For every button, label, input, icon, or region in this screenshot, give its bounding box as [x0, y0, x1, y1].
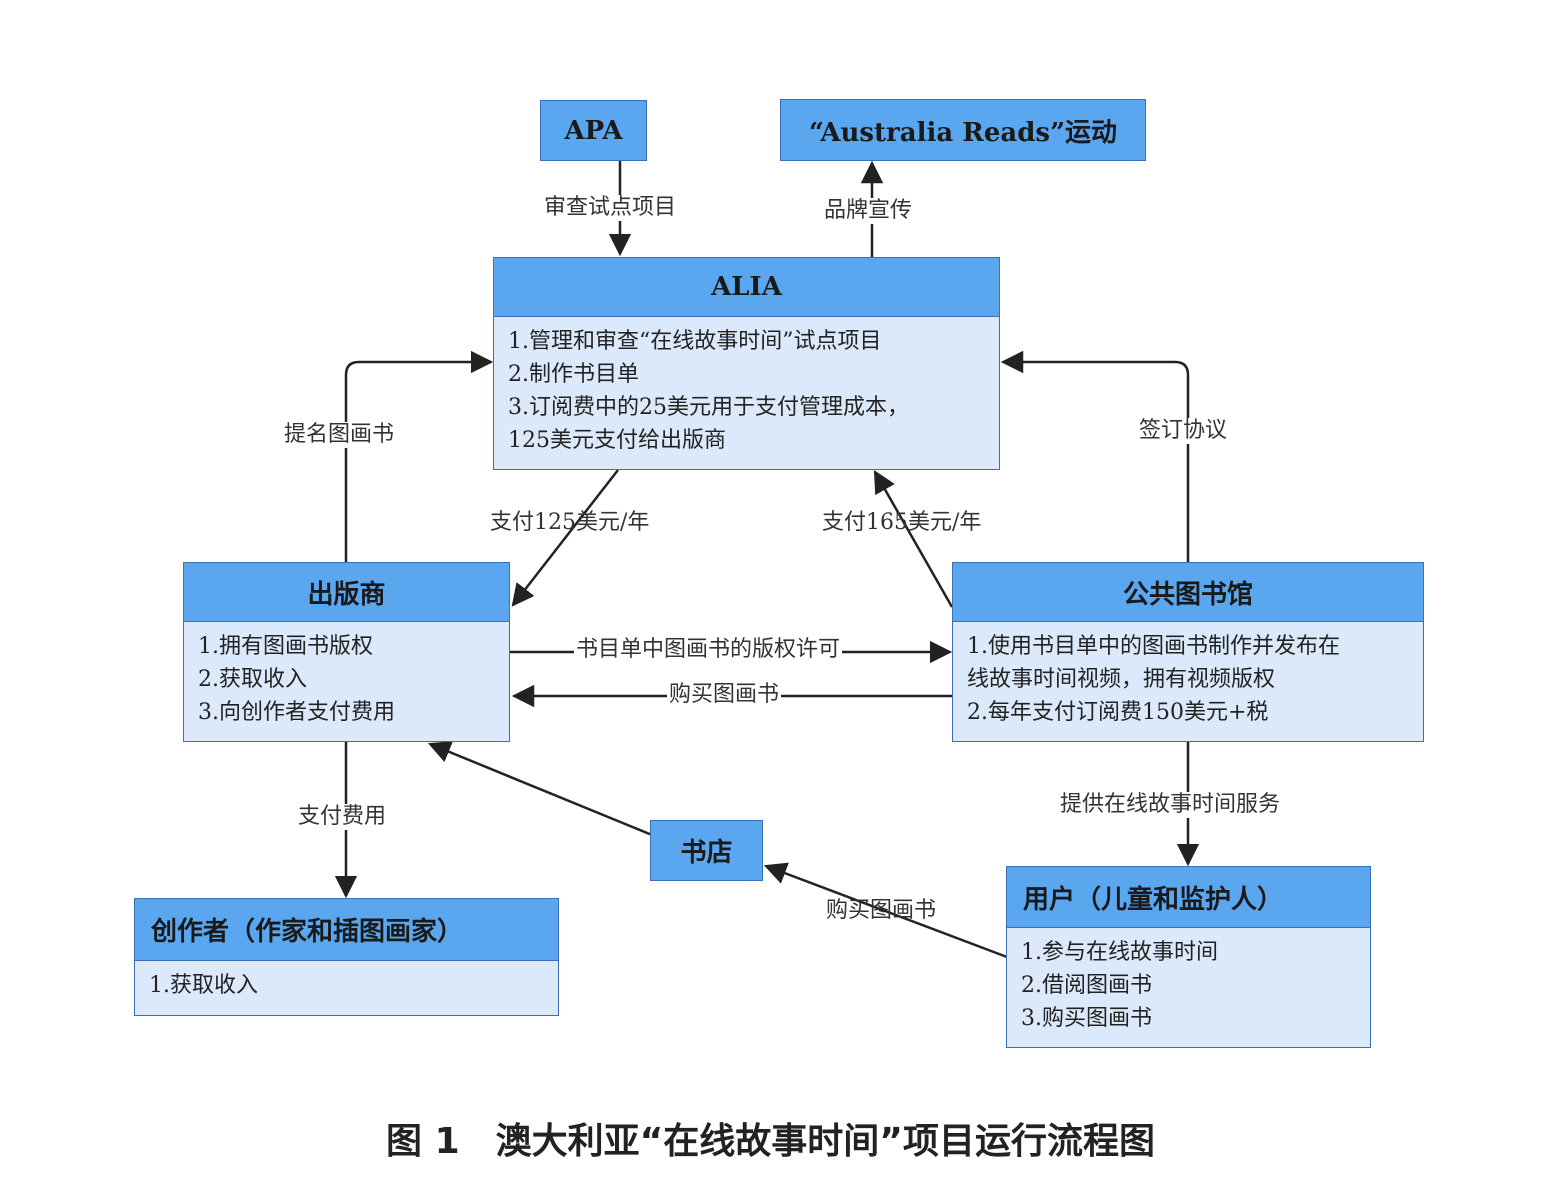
edge-library-alia-agreement	[1000, 350, 1190, 562]
node-alia: ALIA 1.管理和审查“在线故事时间”试点项目 2.制作书目单 3.订阅费中的…	[493, 257, 1000, 470]
figure-caption: 图 1 澳大利亚“在线故事时间”项目运行流程图	[386, 1121, 1155, 1162]
node-library-title: 公共图书馆	[953, 563, 1423, 622]
edge-alia-publisher-pay	[511, 469, 619, 607]
edge-bookstore-publisher	[427, 741, 653, 837]
edge-library-alia-pay	[873, 470, 954, 608]
node-publisher-item: 1.拥有图画书版权	[198, 634, 373, 659]
edge-label-publisher-library-license: 书目单中图画书的版权许可	[574, 637, 843, 663]
node-user: 用户（儿童和监护人） 1.参与在线故事时间 2.借阅图画书 3.购买图画书	[1006, 866, 1371, 1048]
edge-label-alia-reads: 品牌宣传	[822, 198, 915, 224]
node-bookstore-title: 书店	[680, 838, 733, 868]
node-library-item: 2.每年支付订阅费150美元+税	[967, 700, 1269, 725]
node-alia-item: 2.制作书目单	[508, 362, 639, 387]
node-library: 公共图书馆 1.使用书目单中的图画书制作并发布在 线故事时间视频，拥有视频版权 …	[952, 562, 1424, 742]
node-australia-reads: “Australia Reads”运动	[780, 99, 1146, 161]
node-user-item: 2.借阅图画书	[1021, 973, 1152, 998]
node-library-item: 1.使用书目单中的图画书制作并发布在	[967, 634, 1340, 659]
edge-user-bookstore	[763, 862, 1008, 959]
node-apa-title: APA	[564, 115, 623, 146]
edge-label-library-user: 提供在线故事时间服务	[1058, 792, 1283, 818]
node-creator-item: 1.获取收入	[149, 973, 258, 998]
node-user-item: 3.购买图画书	[1021, 1006, 1152, 1031]
edge-label-apa-alia: 审查试点项目	[542, 195, 679, 221]
edge-label-publisher-alia: 提名图画书	[282, 422, 397, 448]
node-alia-item: 1.管理和审查“在线故事时间”试点项目	[508, 329, 882, 354]
node-creator-title: 创作者（作家和插图画家）	[135, 899, 558, 961]
edge-label-library-publisher-buy: 购买图画书	[667, 682, 782, 708]
node-publisher-item: 3.向创作者支付费用	[198, 700, 395, 725]
node-publisher: 出版商 1.拥有图画书版权 2.获取收入 3.向创作者支付费用	[183, 562, 510, 742]
node-user-item: 1.参与在线故事时间	[1021, 940, 1218, 965]
node-australia-reads-title: “Australia Reads”运动	[808, 117, 1118, 148]
edge-publisher-alia	[344, 350, 494, 562]
node-library-item: 线故事时间视频，拥有视频版权	[967, 667, 1276, 692]
node-bookstore: 书店	[650, 820, 763, 881]
node-publisher-title: 出版商	[184, 563, 509, 622]
node-apa: APA	[540, 100, 647, 161]
node-alia-item: 125美元支付给出版商	[508, 428, 726, 453]
node-publisher-item: 2.获取收入	[198, 667, 307, 692]
node-user-title: 用户（儿童和监护人）	[1007, 867, 1370, 928]
node-alia-title: ALIA	[494, 258, 999, 317]
node-alia-item: 3.订阅费中的25美元用于支付管理成本，	[508, 395, 909, 420]
edge-label-alia-publisher-pay: 支付125美元/年	[490, 510, 650, 535]
edge-label-library-alia-pay: 支付165美元/年	[822, 510, 982, 535]
node-creator: 创作者（作家和插图画家） 1.获取收入	[134, 898, 559, 1016]
edge-label-library-alia-agreement: 签订协议	[1137, 418, 1230, 444]
edge-label-user-bookstore: 购买图画书	[826, 898, 937, 923]
edge-label-publisher-creator: 支付费用	[296, 804, 389, 830]
